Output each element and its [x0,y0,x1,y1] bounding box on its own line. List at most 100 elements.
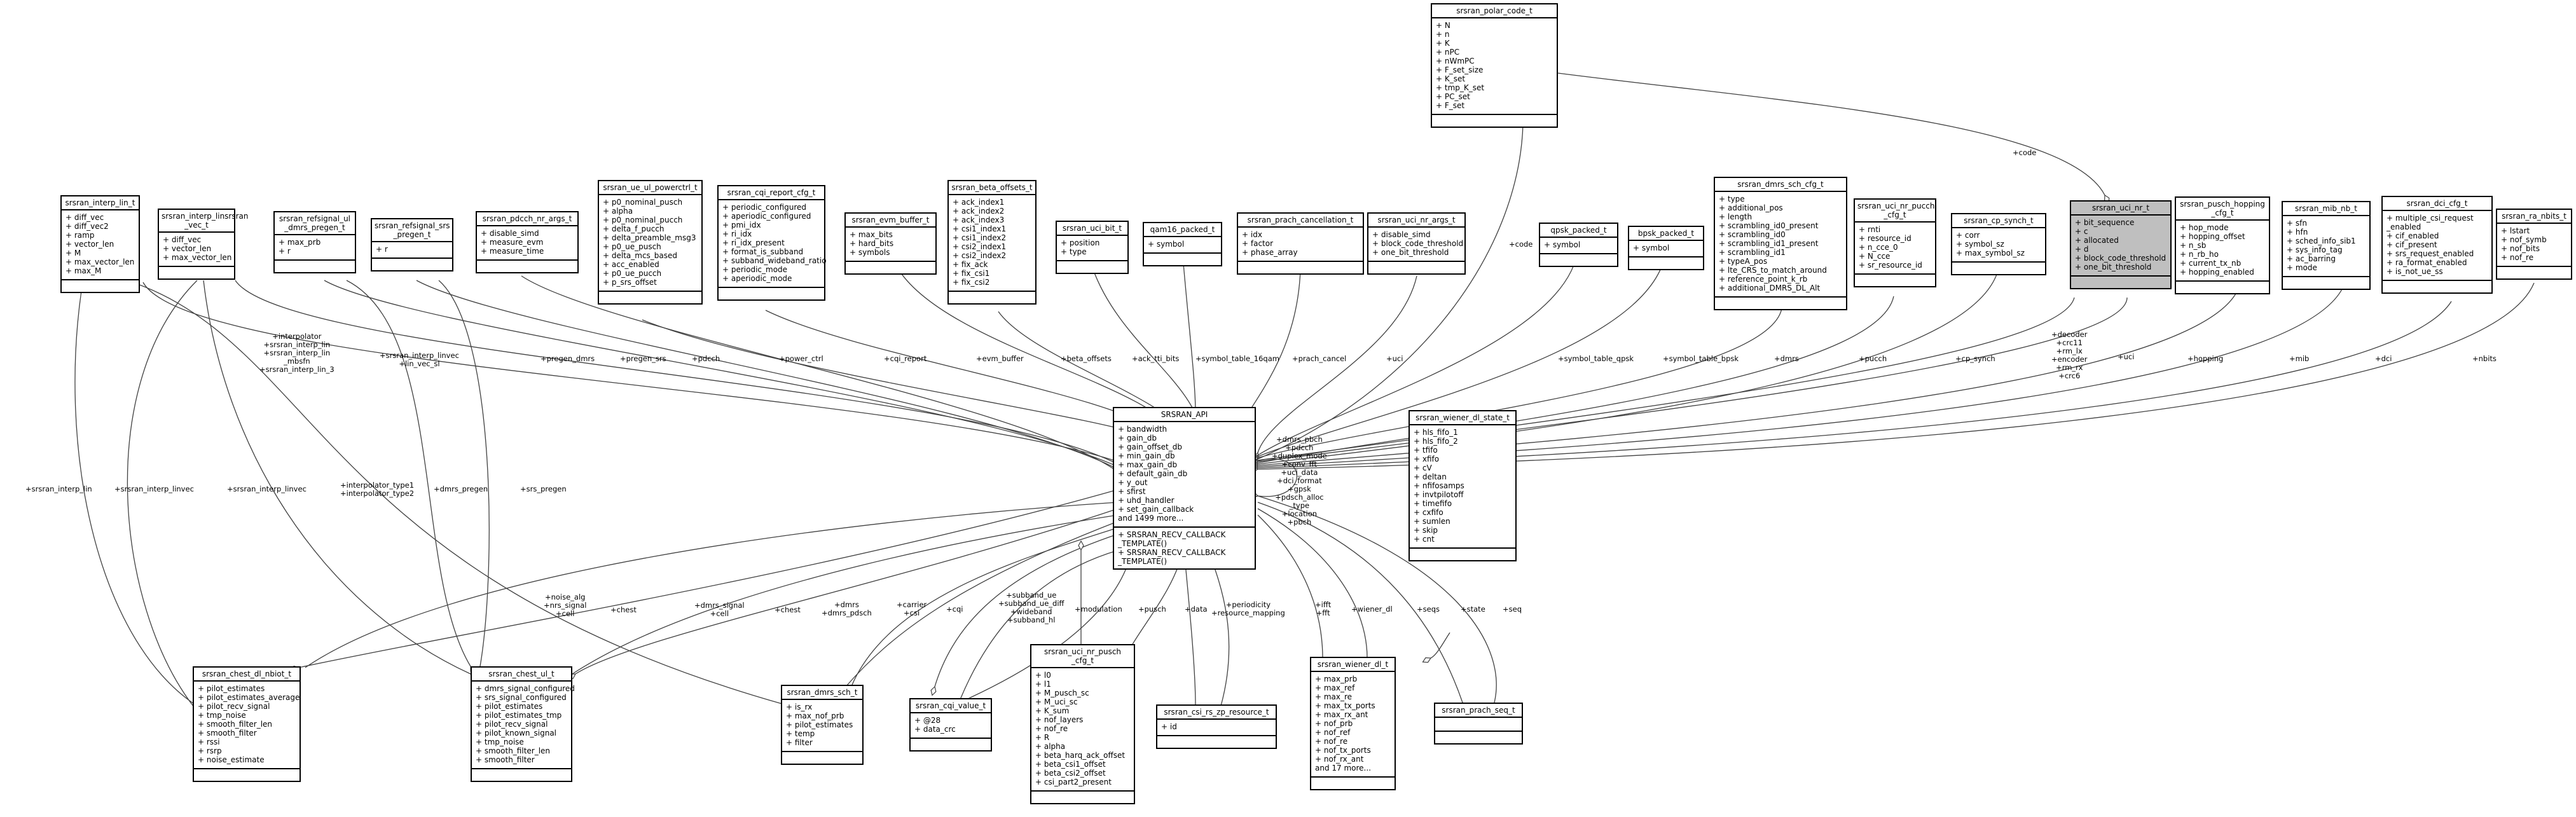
class-bpsk-packed[interactable]: bpsk_packed_t+ symbol [1628,226,1704,270]
class-operations [159,267,234,278]
class-srsran-evm-buffer[interactable]: srsran_evm_buffer_t+ max_bits+ hard_bits… [844,212,937,275]
class-srsran-refsignal-srs-pregen[interactable]: srsran_refsignal_srs _pregen_t+ r [371,218,453,271]
class-srsran-chest-dl-nbiot[interactable]: srsran_chest_dl_nbiot_t+ pilot_estimates… [193,666,301,782]
class-attribute: + symbol_sz [1956,240,2004,249]
edge-pregen-srs [416,280,1118,469]
class-operations [2497,267,2571,278]
class-srsran-refsignal-ul-dmrs-pregen[interactable]: srsran_refsignal_ul _dmrs_pregen_t+ max_… [273,211,356,273]
class-srsran-pdcch-nr-args[interactable]: srsran_pdcch_nr_args_t+ disable_simd+ me… [476,211,579,273]
class-title: srsran_cqi_value_t [911,699,991,713]
class-attribute: + ri_idx [722,230,752,238]
class-attribute: + vector_len [65,240,114,249]
class-srsran-prach-cancellation[interactable]: srsran_prach_cancellation_t+ idx+ factor… [1237,212,1364,275]
class-title: srsran_mib_nb_t [2283,202,2369,216]
class-srsran-polar-code[interactable]: srsran_polar_code_t+ N+ n+ K+ nPC+ nWmPC… [1431,3,1558,128]
class-attribute: + nof_prb [1315,719,1353,728]
class-operations [194,769,300,781]
class-attribute: + nWmPC [1436,57,1475,65]
class-attribute: + timefifo [1414,499,1452,508]
edge-chest1 [305,502,1118,668]
class-attribute: + ack_index2 [953,207,1005,216]
class-srsran-dmrs-sch[interactable]: srsran_dmrs_sch_t+ is_rx+ max_nof_prb+ p… [781,685,864,765]
class-srsran-ra-nbits[interactable]: srsran_ra_nbits_t+ lstart+ nof_symb+ nof… [2496,209,2572,280]
class-qam16-packed[interactable]: qam16_packed_t+ symbol [1143,222,1222,266]
class-attribute: + pmi_idx [722,221,761,230]
class-title: srsran_dmrs_sch_cfg_t [1715,178,1846,192]
class-attribute: + max_nof_prb [786,711,844,720]
class-attribute: + acc_enabled [603,260,659,269]
class-attribute: + lte_CRS_to_match_around [1719,266,1827,275]
class-title: srsran_cp_synch_t [1952,214,2045,228]
class-attribute: + delta_mcs_based [603,251,678,260]
edge-cqi [960,550,1119,700]
class-attribute: + delta_preamble_msg3 [603,233,696,242]
class-srsran-ue-ul-powerctrl[interactable]: srsran_ue_ul_powerctrl_t+ p0_nominal_pus… [598,180,703,305]
class-srsran-api[interactable]: SRSRAN_API+ bandwidth+ gain_db+ gain_off… [1113,407,1256,570]
class-attribute: + disable_simd [481,229,539,238]
class-srsran-pusch-hopping-cfg[interactable]: srsran_pusch_hopping _cfg_t+ hop_mode+ h… [2175,196,2270,294]
class-srsran-dmrs-sch-cfg[interactable]: srsran_dmrs_sch_cfg_t+ type+ additional_… [1714,177,1847,310]
class-srsran-wiener-dl-state[interactable]: srsran_wiener_dl_state_t+ hls_fifo_1+ hl… [1409,410,1517,561]
class-attribute: + srs_request_enabled [2387,249,2474,258]
edge-ifft [1257,514,1323,658]
class-srsran-uci-nr-pucch-cfg[interactable]: srsran_uci_nr_pucch _cfg_t+ rnti+ resour… [1854,198,1936,287]
edge-label: +pusch [1138,605,1166,614]
class-attribute: + K_sum [1035,706,1070,715]
class-attribute: + nof_symb [2501,235,2547,244]
class-title: srsran_chest_ul_t [472,668,571,682]
class-attribute: + K_set [1436,74,1466,83]
class-attribute: + data_crc [914,725,956,734]
class-attribute: + alpha [603,207,633,216]
edge-label: +subband_ue +subband_ue_diff +wideband +… [998,591,1064,624]
class-srsran-chest-ul[interactable]: srsran_chest_ul_t+ dmrs_signal_configure… [471,666,575,782]
class-srsran-uci-nr[interactable]: srsran_uci_nr_t+ bit_sequence+ c+ alloca… [2070,200,2172,289]
class-srsran-interp-lin[interactable]: srsran_interp_lin_t+ diff_vec+ diff_vec2… [60,195,140,293]
class-title: srsran_uci_nr_pucch _cfg_t [1855,200,1935,223]
class-srsran-csi-rs-zp-resource[interactable]: srsran_csi_rs_zp_resource_t+ id [1156,704,1277,749]
class-srsran-wiener-dl[interactable]: srsran_wiener_dl_t+ max_prb+ max_ref+ ma… [1310,657,1396,790]
class-qpsk-packed[interactable]: qpsk_packed_t+ symbol [1539,223,1618,267]
class-operations [2283,277,2369,289]
class-operation: + SRSRAN_RECV_CALLBACK _TEMPLATE() [1118,548,1226,566]
class-srsran-uci-nr-args[interactable]: srsran_uci_nr_args_t+ disable_simd+ bloc… [1367,212,1466,275]
class-srsran-cqi-report-cfg[interactable]: srsran_cqi_report_cfg_t+ periodic_config… [717,185,827,301]
class-attribute: + sumlen [1414,517,1450,526]
class-srsran-dci-cfg[interactable]: srsran_dci_cfg_t+ multiple_csi_request _… [2381,196,2493,294]
class-attribute: + smooth_filter [476,755,535,764]
class-srsran-prach-seq[interactable]: srsran_prach_seq_t [1434,703,1523,745]
class-srsran-beta-offsets[interactable]: srsran_beta_offsets_t+ ack_index1+ ack_i… [947,180,1037,305]
class-attribute: + ack_index1 [953,198,1005,207]
class-attribute: + hopping_enabled [2180,268,2254,277]
class-srsran-cp-synch[interactable]: srsran_cp_synch_t+ corr+ symbol_sz+ max_… [1951,213,2046,275]
class-attribute: + set_gain_callback [1118,505,1194,514]
class-title: srsran_polar_code_t [1432,4,1557,18]
class-attribute: + M_pusch_sc [1035,689,1089,697]
class-srsran-uci-bit[interactable]: srsran_uci_bit_t+ position+ type [1056,221,1129,274]
class-attribute: + max_tx_ports [1315,701,1375,710]
class-attribute: + one_bit_threshold [2075,263,2152,271]
edge-seq [1258,496,1497,703]
class-srsran-mib-nb[interactable]: srsran_mib_nb_t+ sfn+ hfn+ sched_info_si… [2282,201,2371,290]
class-attribute: + type [1061,247,1087,256]
class-attribute: + resource_id [1859,234,1911,243]
class-srsran-uci-nr-pusch-cfg[interactable]: srsran_uci_nr_pusch _cfg_t+ l0+ l1+ M_pu… [1030,644,1135,804]
class-attribute: + M [65,249,81,257]
class-attributes: + ack_index1+ ack_index2+ ack_index3+ cs… [949,195,1035,292]
edge-srs-pregen [438,280,490,666]
edge-label: +cp_synch [1955,354,1995,363]
class-operations [62,280,139,292]
class-attribute: + noise_estimate [198,755,265,764]
class-attribute: + hls_fifo_1 [1414,428,1458,437]
edge-label: +dmrs_pregen [434,484,488,493]
class-attribute: + cxfifo [1414,508,1443,517]
class-operations [782,752,862,764]
edge-label: +pdcch [692,354,720,363]
class-attribute: + is_not_ue_ss [2387,267,2443,276]
class-title: srsran_evm_buffer_t [846,214,935,228]
class-srsran-interp-linsrsran-vec[interactable]: srsran_interp_linsrsran _vec_t+ diff_vec… [158,209,249,280]
class-operations [1435,732,1522,743]
class-attribute: + p_srs_offset [603,278,657,287]
class-attribute: + l0 [1035,671,1051,680]
class-srsran-cqi-value[interactable]: srsran_cqi_value_t+ @28+ data_crc [909,698,992,752]
